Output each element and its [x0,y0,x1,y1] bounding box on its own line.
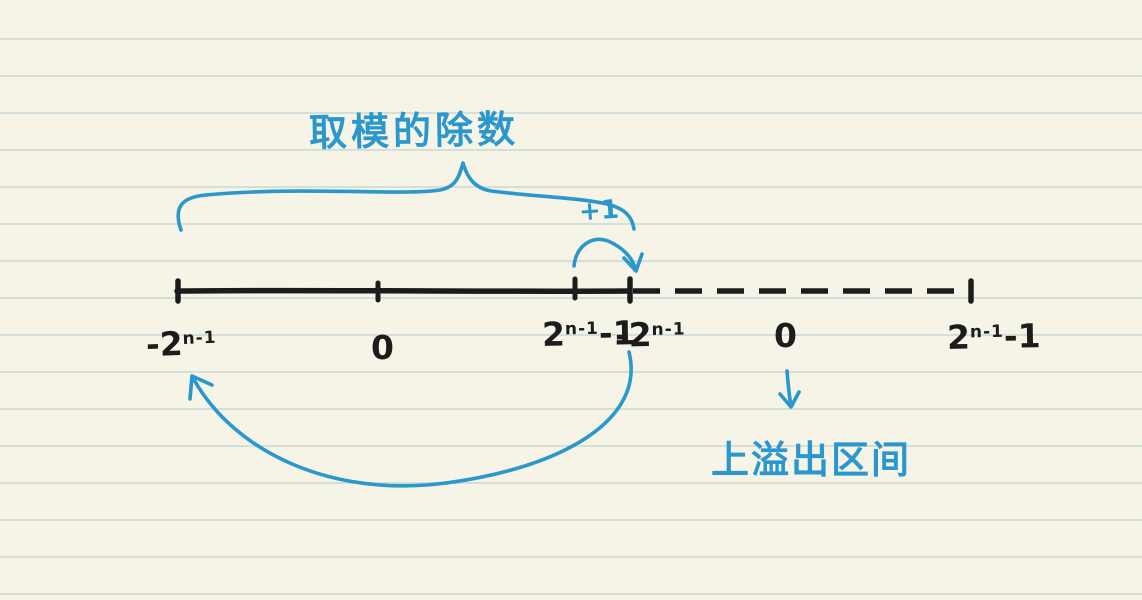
label-base: 2 [946,317,971,357]
label-base: 0 [371,328,394,367]
overflow-down-arrow [785,369,793,408]
label-base: -2 [614,314,653,355]
label-exponent: n-1 [182,328,217,350]
plus-one-arrow [572,237,637,270]
label-exponent: n-1 [564,319,600,340]
plus-one-label: +1 [578,194,620,228]
label-exponent: n-1 [651,319,686,341]
axis-label-overflow-start: -2n-1 [614,314,686,355]
curly-brace [176,161,636,232]
overflow-down-arrowhead-icon [778,390,801,409]
wraparound-arrow [191,350,633,488]
label-tail: -1 [1003,316,1041,356]
modulo-divisor-label: 取模的除数 [308,107,520,155]
label-base: -2 [145,323,184,365]
axis-label-zero-right: 0 [774,316,797,355]
overflow-region-label: 上溢出区间 [711,438,912,482]
plus-one-arrowhead-icon [622,252,644,273]
axis-label-max-right: 2n-1-1 [947,316,1041,357]
label-base: 2 [541,314,566,354]
number-line-solid-segment [174,287,632,294]
wraparound-arrowhead-icon [188,374,214,401]
axis-label-zero-left: 0 [371,328,394,367]
label-exponent: n-1 [969,322,1005,343]
axis-label-min-negative: -2n-1 [145,323,217,364]
label-base: 0 [774,316,797,355]
